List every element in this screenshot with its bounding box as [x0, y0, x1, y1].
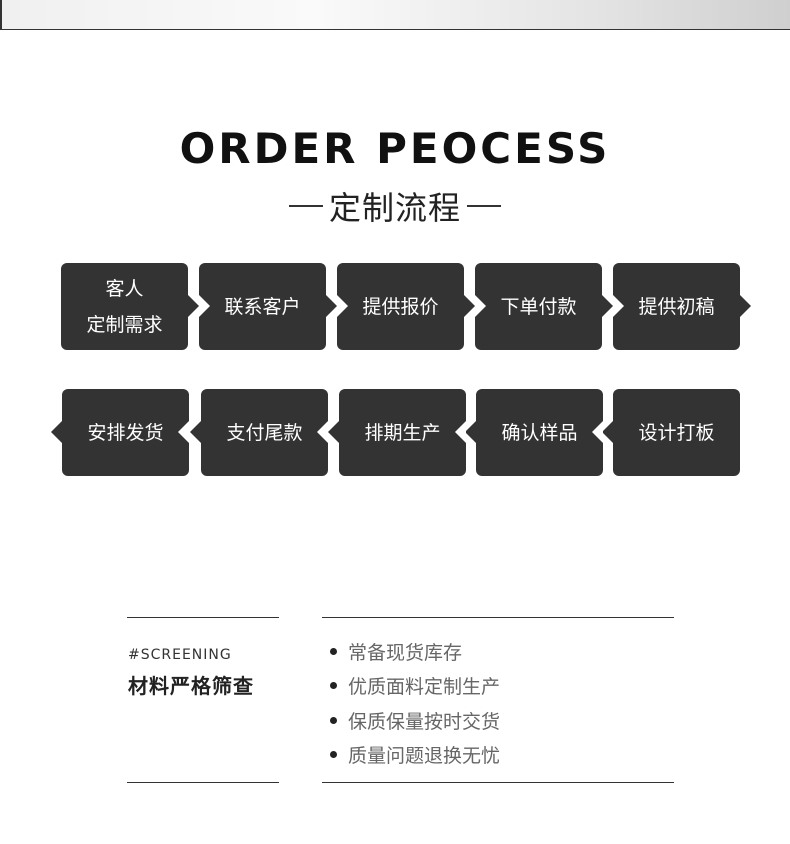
notch-decor — [178, 421, 189, 443]
notch-decor — [475, 295, 486, 317]
divider — [127, 782, 279, 783]
arrow-right-icon — [188, 295, 199, 317]
list-item: 保质保量按时交货 — [328, 703, 500, 738]
step-label: 提供初稿 — [638, 295, 715, 318]
step-schedule-production: 排期生产 — [339, 389, 466, 476]
notch-decor — [337, 295, 348, 317]
step-pay-balance: 支付尾款 — [201, 389, 328, 476]
notch-decor — [317, 421, 328, 443]
list-item-text: 质量问题退换无忧 — [348, 745, 501, 768]
arrow-right-icon — [464, 295, 475, 317]
step-label: 排期生产 — [364, 421, 441, 444]
step-provide-quote: 提供报价 — [337, 263, 464, 350]
list-item: 质量问题退换无忧 — [328, 738, 500, 773]
bullet-dot-icon — [330, 751, 337, 759]
notch-decor — [455, 421, 466, 443]
arrow-right-icon — [740, 295, 751, 317]
step-label: 安排发货 — [87, 421, 164, 444]
step-label: 定制需求 — [86, 313, 163, 336]
list-item-text: 常备现货库存 — [348, 641, 463, 664]
feature-list: 常备现货库存 优质面料定制生产 保质保量按时交货 质量问题退换无忧 — [328, 634, 500, 772]
step-label: 确认样品 — [501, 421, 578, 444]
step-contact-customer: 联系客户 — [199, 263, 326, 350]
list-item: 常备现货库存 — [328, 634, 500, 669]
step-first-draft: 提供初稿 — [613, 263, 740, 350]
notch-decor — [592, 421, 603, 443]
divider — [322, 617, 674, 618]
arrow-left-icon — [190, 421, 201, 443]
arrow-left-icon — [328, 421, 339, 443]
screening-title: 材料严格筛查 — [128, 674, 254, 698]
list-item: 优质面料定制生产 — [328, 669, 500, 704]
subtitle-row: 定制流程 — [0, 184, 790, 228]
step-label: 联系客户 — [224, 295, 301, 318]
divider — [322, 782, 674, 783]
arrow-right-icon — [326, 295, 337, 317]
subtitle-left-line — [288, 205, 323, 207]
top-banner — [0, 0, 790, 30]
divider — [127, 617, 279, 618]
step-label: 设计打板 — [638, 421, 715, 444]
subtitle-right-line — [467, 205, 501, 207]
step-label: 支付尾款 — [226, 421, 303, 444]
arrow-left-icon — [465, 421, 476, 443]
bullet-dot-icon — [330, 647, 337, 655]
list-item-text: 保质保量按时交货 — [348, 710, 501, 733]
page-title: ORDER PEOCESS — [179, 124, 611, 173]
step-customer-request: 客人 定制需求 — [61, 263, 188, 350]
page-subtitle: 定制流程 — [328, 189, 461, 227]
step-design-sample: 设计打板 — [613, 389, 740, 476]
step-order-payment: 下单付款 — [475, 263, 602, 350]
arrow-right-icon — [602, 295, 613, 317]
step-label: 提供报价 — [362, 295, 439, 318]
notch-decor — [613, 295, 624, 317]
step-label: 客人 — [105, 277, 144, 300]
bullet-dot-icon — [330, 682, 337, 690]
screening-tag: #SCREENING — [128, 647, 232, 663]
list-item-text: 优质面料定制生产 — [348, 676, 501, 699]
arrow-left-icon — [51, 421, 62, 443]
bullet-dot-icon — [330, 716, 337, 724]
step-label: 下单付款 — [500, 295, 577, 318]
notch-decor — [199, 295, 210, 317]
arrow-left-icon — [602, 421, 613, 443]
step-confirm-sample: 确认样品 — [476, 389, 603, 476]
step-arrange-shipping: 安排发货 — [62, 389, 189, 476]
